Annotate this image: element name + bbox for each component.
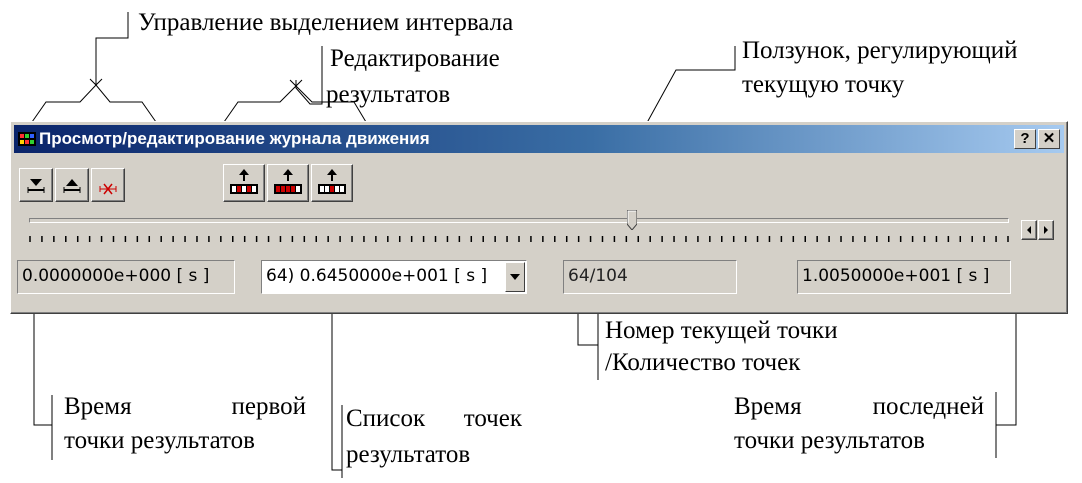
- callout-last-time-line1: Время последней: [734, 392, 984, 421]
- triangle-left-icon: [1027, 226, 1031, 234]
- callout-edit-results-line1: Редактирование: [330, 45, 500, 72]
- callout-counter-line1: Номер текущей точки: [605, 317, 838, 344]
- motion-log-window: Просмотр/редактирование журнала движения…: [10, 121, 1068, 314]
- callout-first-time-word2: первой: [231, 393, 307, 420]
- callout-interval-control: Управление выделением интервала: [138, 9, 514, 36]
- clear-interval-icon: [99, 183, 117, 195]
- first-point-time-field: 0.0000000e+000 [ s ]: [17, 260, 235, 294]
- point-list-value: 64) 0.6450000e+001 [ s ]: [266, 266, 488, 286]
- title-bar[interactable]: Просмотр/редактирование журнала движения…: [14, 125, 1064, 153]
- edit-result-button-2[interactable]: [267, 164, 309, 202]
- callout-last-time-line2: точки результатов: [734, 427, 925, 454]
- upload-all-points-icon: [318, 169, 346, 194]
- arrow-up-to-bar-icon: [63, 179, 81, 193]
- arrow-down-to-bar-icon: [27, 179, 45, 193]
- edit-result-button-1[interactable]: [223, 164, 265, 202]
- callout-edit-results-line2: результатов: [326, 81, 451, 108]
- clear-interval-button[interactable]: [91, 168, 125, 202]
- step-back-button[interactable]: [1021, 220, 1037, 240]
- app-icon: [18, 132, 36, 146]
- chevron-down-icon: [510, 274, 520, 280]
- callout-slider-line1: Ползунок, регулирующий: [742, 37, 1018, 64]
- callout-last-time-word2: последней: [872, 393, 984, 420]
- upload-selected-points-icon: [274, 169, 302, 194]
- slider-thumb[interactable]: [627, 210, 638, 230]
- callout-first-time-line1: Время первой: [64, 392, 306, 421]
- triangle-right-icon: [1044, 226, 1048, 234]
- callout-slider-line2: текущую точку: [742, 71, 905, 98]
- edit-result-button-3[interactable]: [311, 164, 353, 202]
- callout-first-time-word1: Время: [64, 393, 132, 420]
- set-interval-start-button[interactable]: [19, 168, 53, 202]
- callout-counter-line2: /Количество точек: [605, 349, 801, 376]
- point-list-dropdown-button[interactable]: [505, 262, 525, 292]
- callout-last-time-word1: Время: [734, 393, 802, 420]
- window-title: Просмотр/редактирование журнала движения: [39, 129, 430, 148]
- callout-list-word2: точек: [463, 405, 522, 432]
- callout-list-line2: результатов: [346, 441, 471, 468]
- last-point-time-field: 1.0050000e+001 [ s ]: [797, 260, 1011, 294]
- close-button[interactable]: ✕: [1038, 129, 1060, 149]
- point-list-combobox[interactable]: 64) 0.6450000e+001 [ s ]: [261, 260, 527, 294]
- upload-points-icon: [230, 169, 258, 194]
- slider-track[interactable]: [29, 218, 1009, 223]
- callout-first-time-line2: точки результатов: [64, 427, 255, 454]
- callout-list-word1: Список: [346, 405, 426, 432]
- point-counter-field: 64/104: [563, 260, 737, 294]
- step-forward-button[interactable]: [1038, 220, 1054, 240]
- slider-ticks: [29, 236, 1009, 242]
- callout-list-line1: Список точек: [346, 404, 522, 433]
- help-button[interactable]: ?: [1014, 129, 1036, 149]
- set-interval-end-button[interactable]: [55, 168, 89, 202]
